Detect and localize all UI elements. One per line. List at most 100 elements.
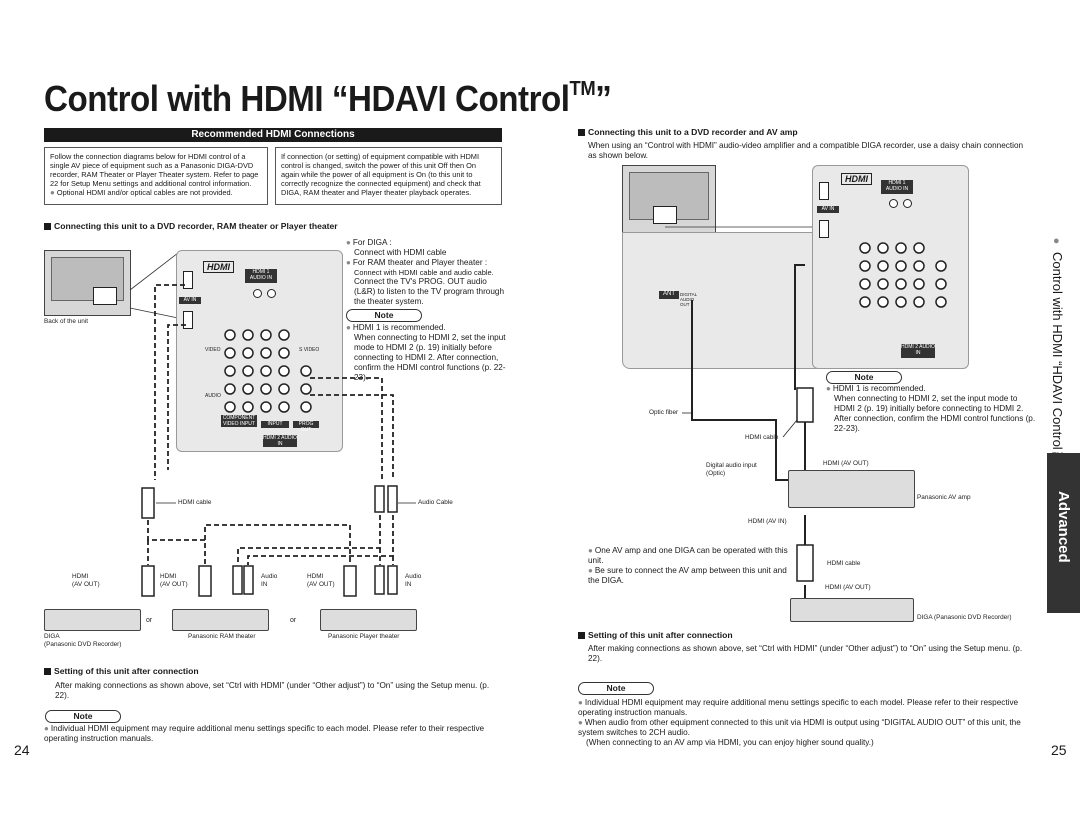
left-setting-heading: Setting of this unit after connection [44, 666, 199, 676]
hdmi-av-out-label: HDMI (AV OUT) [823, 460, 869, 467]
left-notes-top: For DIGA : Connect with HDMI cable For R… [346, 238, 506, 307]
right-wiring [682, 264, 814, 600]
right-note-pill: Note [826, 371, 902, 384]
audio-in-port-r [267, 289, 276, 298]
advanced-tab[interactable]: Advanced [1047, 453, 1080, 613]
left-setting-body: After making connections as shown above,… [55, 681, 490, 700]
or-label-2: or [290, 617, 297, 624]
device-diga [44, 609, 141, 631]
input-badge: INPUT [261, 421, 289, 428]
section-bar: Recommended HDMI Connections [44, 128, 502, 142]
av-in-badge-right: AV IN [817, 206, 839, 213]
hdmi2-badge-right: HDMI 2 AUDIO IN [901, 344, 935, 358]
left-note-pill: Note [346, 309, 422, 322]
intro-box-right: If connection (or setting) of equipment … [275, 147, 502, 205]
ant-badge: ANT [659, 291, 679, 299]
hdmi1-port [183, 271, 193, 289]
right-setting-heading: Setting of this unit after connection [578, 630, 733, 640]
audio-in-r-l [889, 199, 898, 208]
left-note2-pill: Note [45, 710, 121, 723]
right-note2-pill: Note [578, 682, 654, 695]
right-note2-line-3: (When connecting to an AV amp via HDMI, … [586, 738, 874, 747]
intro-left-text: Follow the connection diagrams below for… [50, 152, 259, 188]
av-in-badge: AV IN [179, 297, 201, 304]
right-heading: Connecting this unit to a DVD recorder a… [578, 127, 798, 137]
video-label: VIDEO [205, 347, 221, 353]
intro-right-text: If connection (or setting) of equipment … [281, 152, 481, 197]
hdmi2-badge: HDMI 2 AUDIO IN [263, 435, 297, 447]
tv-terminal-area [93, 287, 117, 305]
conn4-label: HDMI(AV OUT) [307, 573, 335, 588]
advanced-tab-label: Advanced [1055, 491, 1072, 563]
back-of-unit-label: Back of the unit [44, 318, 89, 325]
right-bullet-2: Be sure to connect the AV amp between th… [588, 566, 788, 586]
hdmi-logo-right: HDMI [841, 173, 872, 185]
audio-in-r-r [903, 199, 912, 208]
prog-out-badge: PROG OUT [293, 421, 319, 433]
tv-terminal-area-right [653, 206, 677, 224]
or-label-1: or [146, 617, 153, 624]
diga-note-head: For DIGA : [346, 238, 506, 248]
diga-note-body: Connect with HDMI cable [354, 248, 447, 257]
component-badge: COMPONENT VIDEO INPUT [221, 415, 257, 427]
right-note-top: HDMI 1 is recommended. When connecting t… [826, 384, 1036, 434]
audio-in-port-l [253, 289, 262, 298]
left-wiring [141, 284, 416, 597]
right-bullet-1: One AV amp and one DIGA can be operated … [588, 546, 788, 566]
right-note-hdmi1: HDMI 1 is recommended. [826, 384, 1036, 394]
right-note-hdmi1-body: When connecting to HDMI 2, set the input… [834, 394, 1036, 433]
hdmi-cable-label-right-2: HDMI cable [827, 560, 861, 567]
left-note2-bullet: Individual HDMI equipment may require ad… [44, 724, 489, 744]
device-diga-right [790, 598, 914, 622]
hdmi2-port-right [819, 220, 829, 238]
hdmi-av-out-label-2: HDMI (AV OUT) [825, 584, 871, 591]
page-title: Control with HDMI “HDAVI ControlTM” [44, 78, 612, 119]
left-note-hdmi1: HDMI 1 is recommended. [346, 323, 506, 333]
page-number-left: 24 [14, 742, 30, 758]
right-note2-body: Individual HDMI equipment may require ad… [578, 698, 1033, 748]
tv-screen [51, 257, 124, 301]
conn2-label: HDMI(AV OUT) [160, 573, 188, 588]
hdmi-logo: HDMI [203, 261, 234, 273]
dev-ram-label: Panasonic RAM theater [188, 633, 256, 640]
av-amp-label: Panasonic AV amp [917, 494, 971, 501]
conn1-label: HDMI(AV OUT) [72, 573, 100, 588]
left-note2-body: Individual HDMI equipment may require ad… [44, 724, 489, 744]
zoom-lines [129, 252, 179, 319]
port-grid-left [224, 329, 312, 413]
tv-back-left [44, 250, 131, 316]
optic-fiber-label: Optic fiber [649, 409, 679, 416]
ram-note-head: For RAM theater and Player theater : [346, 258, 506, 268]
audio-cable-label: Audio Cable [418, 499, 453, 506]
audio-label: AUDIO [205, 393, 221, 399]
s-video-label: S VIDEO [299, 347, 320, 353]
hdmi-cable-label-right: HDMI cable [745, 434, 779, 441]
left-heading: Connecting this unit to a DVD recorder, … [44, 221, 338, 231]
right-note2-bullet-1: Individual HDMI equipment may require ad… [578, 698, 1033, 718]
page-number-right: 25 [1051, 742, 1067, 758]
hdmi-av-in-label: HDMI (AV IN) [748, 518, 787, 525]
device-player-theater [320, 609, 417, 631]
ram-note-body2: Connect the TV's PROG. OUT audio (L&R) t… [354, 277, 505, 306]
right-setting-body: After making connections as shown above,… [588, 644, 1023, 663]
side-vertical-title: Control with HDMI “HDAVI Control™” [1050, 252, 1065, 470]
dev-diga-label: DIGA(Panasonic DVD Recorder) [44, 633, 122, 648]
digital-audio-input-label: Digital audio input(Optic) [706, 462, 757, 477]
right-intro: When using an “Control with HDMI” audio-… [588, 141, 1024, 160]
intro-left-bullet: Optional HDMI and/or optical cables are … [50, 188, 262, 197]
ram-note-body1: Connect with HDMI cable and audio cable. [354, 268, 494, 277]
hdmi-cable-label: HDMI cable [178, 499, 212, 506]
digital-out-label: DIGITAL AUDIO OUT [680, 292, 698, 307]
device-ram-theater [172, 609, 269, 631]
dev-player-label: Panasonic Player theater [328, 633, 400, 640]
intro-box-left: Follow the connection diagrams below for… [44, 147, 268, 205]
right-bullets: One AV amp and one DIGA can be operated … [588, 546, 788, 586]
hdmi2-port [183, 311, 193, 329]
device-av-amp [788, 470, 915, 508]
side-bullet-icon: ● [1053, 235, 1060, 247]
